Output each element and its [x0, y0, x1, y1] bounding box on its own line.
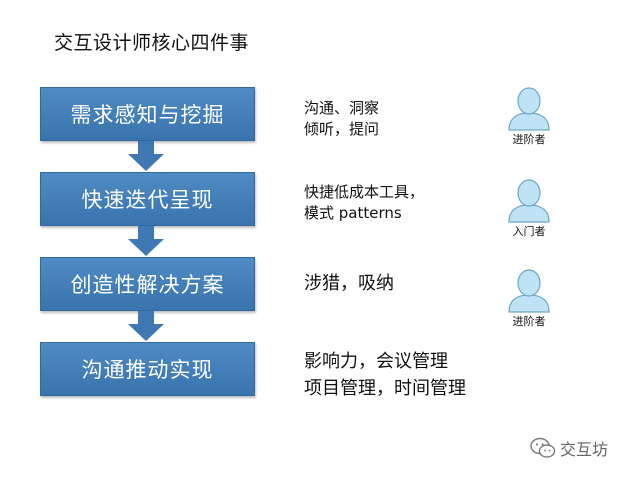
step-2-notes: 快捷低成本工具， 模式 patterns [304, 182, 424, 224]
user-avatar-icon [508, 269, 550, 313]
step-3-avatar: 进阶者 [502, 266, 556, 330]
brand-name: 交互坊 [560, 440, 609, 459]
down-arrow-icon [128, 226, 164, 256]
step-3-note-1: 涉猎，吸纳 [304, 273, 394, 294]
step-4-note-2: 项目管理，时间管理 [304, 378, 466, 399]
step-2-role-label: 入门者 [512, 225, 546, 238]
step-4-note-1: 影响力，会议管理 [304, 351, 448, 372]
step-1-note-2: 倾听，提问 [304, 120, 380, 138]
step-1-box: 需求感知与挖掘 [40, 87, 255, 141]
step-2-avatar: 入门者 [502, 176, 556, 240]
user-avatar-icon [508, 179, 550, 223]
step-1-avatar: 进阶者 [502, 84, 556, 148]
step-2-note-2: 模式 patterns [304, 204, 402, 222]
wechat-icon [530, 437, 556, 458]
step-3-role-label: 进阶者 [512, 315, 546, 328]
brand-watermark: 交互坊 [530, 436, 608, 460]
step-2-note-1: 快捷低成本工具， [304, 183, 425, 201]
step-3-notes: 涉猎，吸纳 [304, 270, 394, 297]
down-arrow-icon [128, 311, 164, 341]
step-1-notes: 沟通、洞察 倾听，提问 [304, 98, 379, 140]
down-arrow-icon [128, 141, 164, 171]
diagram-title: 交互设计师核心四件事 [54, 32, 250, 54]
step-4-box: 沟通推动实现 [40, 342, 255, 396]
user-avatar-icon [508, 87, 550, 131]
step-1-role-label: 进阶者 [512, 133, 546, 146]
step-3-box: 创造性解决方案 [40, 257, 255, 311]
step-4-notes: 影响力，会议管理 项目管理，时间管理 [304, 348, 466, 402]
step-2-box: 快速迭代呈现 [40, 172, 255, 226]
step-1-note-1: 沟通、洞察 [304, 99, 380, 117]
